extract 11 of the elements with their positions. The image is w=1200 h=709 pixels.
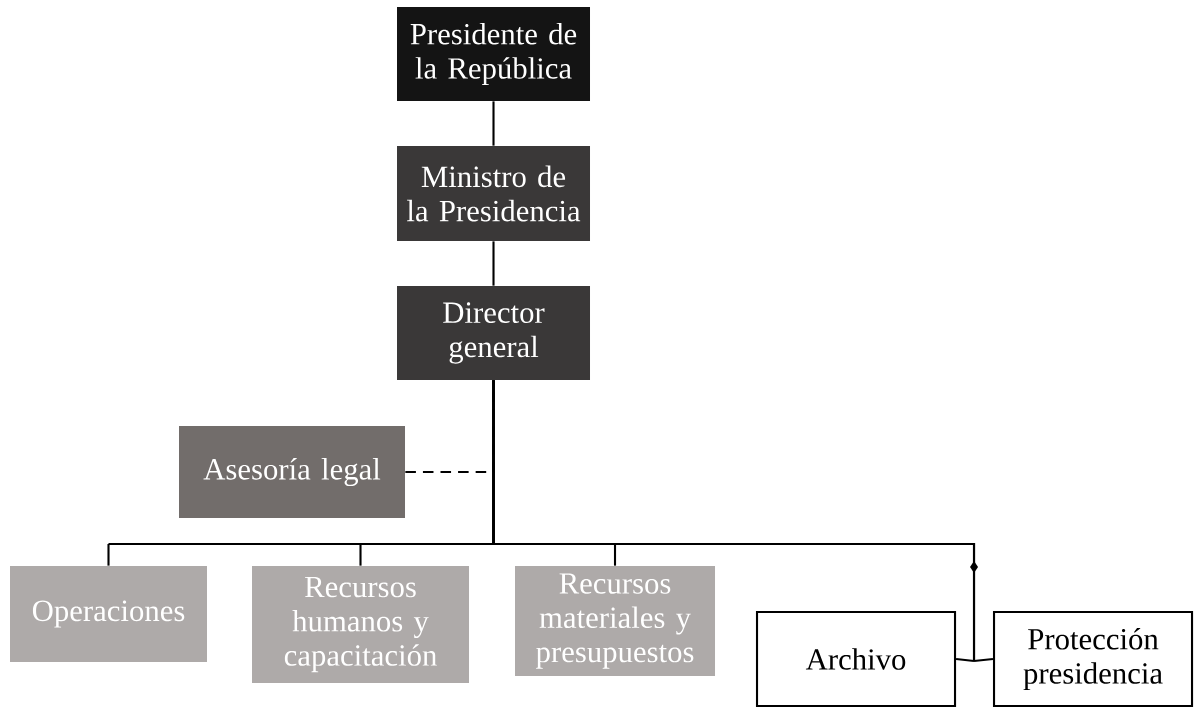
org-box: Director general <box>397 286 590 380</box>
org-box: Ministro de la Presidencia <box>397 146 590 241</box>
org-box: Presidente de la República <box>397 7 590 101</box>
org-box: Recursos materiales y presupuestos <box>515 566 715 676</box>
org-box: Operaciones <box>10 566 207 662</box>
org-box: Protección presidencia <box>992 610 1194 708</box>
org-box: Recursos humanos y capacitación <box>252 566 469 683</box>
connector-line <box>492 241 495 286</box>
org-box: Archivo <box>755 610 957 708</box>
org-box: Asesoría legal <box>179 426 405 518</box>
connector-line <box>492 101 495 146</box>
